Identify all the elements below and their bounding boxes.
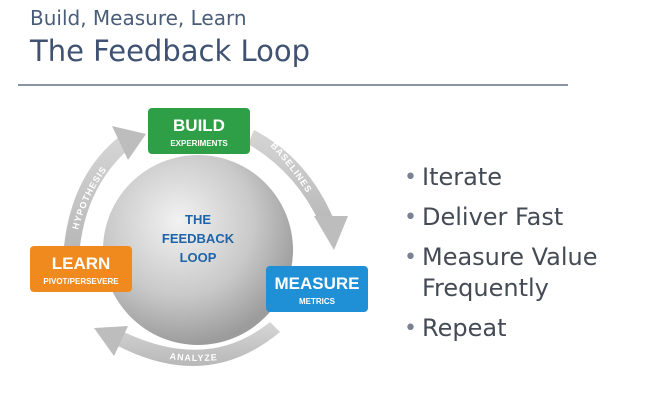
- slide-title: The Feedback Loop: [30, 34, 311, 68]
- title-divider: [18, 84, 568, 86]
- measure-box: MEASURE METRICS: [266, 266, 368, 312]
- bullet-item: •Measure Value Frequently: [404, 242, 648, 304]
- center-sphere: [103, 155, 293, 345]
- center-line-3: LOOP: [180, 250, 217, 265]
- arrow-build-to-measure: [248, 130, 348, 250]
- bullet-item: •Repeat: [404, 313, 648, 344]
- bullet-item: •Iterate: [404, 162, 648, 193]
- bullet-dot-icon: •: [404, 205, 417, 230]
- arrow-measure-to-learn: [94, 322, 280, 366]
- bullet-dot-icon: •: [404, 165, 417, 190]
- measure-sublabel: METRICS: [299, 297, 336, 306]
- arrow-label-analyze: ANALYZE: [169, 351, 218, 363]
- center-line-1: THE: [185, 212, 211, 227]
- measure-label: MEASURE: [274, 274, 359, 293]
- bullet-item: •Deliver Fast: [404, 202, 648, 233]
- build-label: BUILD: [173, 116, 225, 135]
- bullet-dot-icon: •: [404, 245, 417, 270]
- bullet-list: •Iterate •Deliver Fast •Measure Value Fr…: [404, 162, 648, 353]
- center-label: THE FEEDBACK LOOP: [162, 212, 235, 265]
- center-line-2: FEEDBACK: [162, 231, 235, 246]
- bullet-text: Repeat: [422, 314, 507, 342]
- bullet-text: Measure Value Frequently: [422, 243, 598, 302]
- arrow-label-baselines: BASELINES: [269, 141, 314, 195]
- learn-label: LEARN: [52, 254, 111, 273]
- slide-subtitle: Build, Measure, Learn: [30, 6, 247, 30]
- build-sublabel: EXPERIMENTS: [170, 139, 228, 148]
- feedback-loop-diagram: BASELINES ANALYZE HYPOTHESIS THE FEEDBAC…: [30, 108, 368, 366]
- bullet-text: Deliver Fast: [422, 203, 564, 231]
- learn-sublabel: PIVOT/PERSEVERE: [43, 277, 119, 286]
- learn-box: LEARN PIVOT/PERSEVERE: [30, 246, 132, 292]
- bullet-dot-icon: •: [404, 316, 417, 341]
- bullet-text: Iterate: [422, 163, 503, 191]
- build-box: BUILD EXPERIMENTS: [148, 108, 250, 154]
- arrow-learn-to-build: [64, 126, 146, 246]
